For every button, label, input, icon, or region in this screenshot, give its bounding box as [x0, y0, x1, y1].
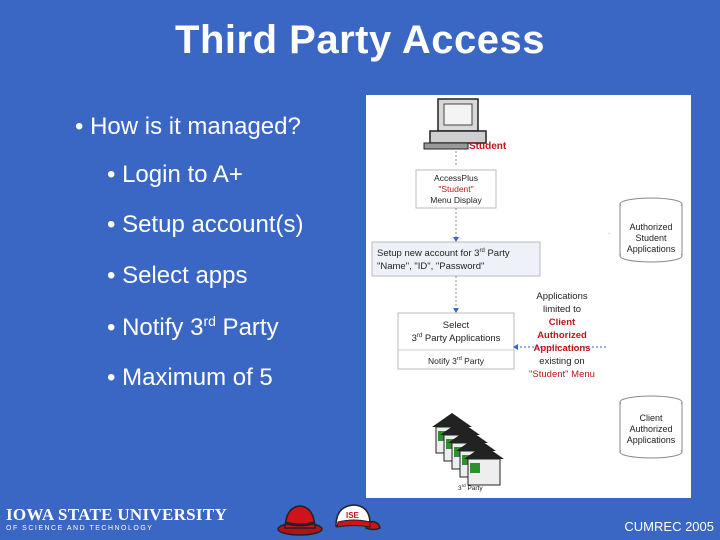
select-line-2: 3rd Party Applications — [412, 333, 501, 344]
third-party-houses-icon — [432, 413, 504, 486]
student-label: Student — [469, 141, 507, 152]
svg-text:"Name", "ID", "Password": "Name", "ID", "Password" — [377, 261, 484, 272]
svg-text:ISE: ISE — [346, 511, 360, 520]
svg-text:Authorized: Authorized — [629, 222, 672, 232]
select-apps-box — [397, 312, 515, 370]
setup-line-1: Setup new account for 3rd Party — [377, 248, 510, 259]
bullet-how-managed: • How is it managed? — [75, 113, 301, 140]
bullet-login: • Login to A+ — [107, 161, 243, 188]
svg-text:"Student": "Student" — [438, 184, 473, 194]
svg-text:Menu Display: Menu Display — [430, 195, 482, 205]
svg-text:Applications: Applications — [627, 435, 676, 445]
university-logo: IOWA STATE UNIVERSITY OF SCIENCE AND TEC… — [6, 505, 228, 533]
red-hat-icon — [277, 505, 323, 536]
workflow-diagram: Student AccessPlus "Student" Menu Displa… — [366, 95, 691, 498]
notify-line: Notify 3rd Party — [428, 356, 485, 366]
svg-text:Applications: Applications — [627, 244, 676, 254]
authorized-student-apps-db: Authorized Student Applications — [619, 197, 683, 263]
svg-text:Applications: Applications — [533, 343, 590, 354]
cap-icon: ISE — [335, 504, 381, 531]
svg-text:Client: Client — [639, 413, 663, 423]
computer-icon — [423, 98, 487, 150]
svg-text:Select: Select — [443, 320, 470, 331]
svg-text:·: · — [608, 231, 610, 237]
svg-text:existing on: existing on — [539, 356, 584, 367]
houses-label: 3rd Party — [458, 483, 483, 492]
bullet-setup-accounts: • Setup account(s) — [107, 211, 304, 238]
svg-text:AccessPlus: AccessPlus — [434, 173, 478, 183]
bullet-maximum: • Maximum of 5 — [107, 364, 273, 391]
client-authorized-apps-db: Client Authorized Applications — [619, 395, 683, 459]
bullet-notify: • Notify 3rd Party — [107, 313, 279, 341]
conference-credit: CUMREC 2005 — [624, 519, 714, 534]
svg-text:Applications: Applications — [536, 291, 587, 302]
svg-text:Student: Student — [635, 233, 667, 243]
svg-text:Authorized: Authorized — [537, 330, 587, 341]
accessplus-menu-box — [415, 169, 497, 209]
svg-text:"Student" Menu: "Student" Menu — [529, 369, 595, 380]
bullet-select-apps: • Select apps — [107, 262, 248, 289]
limit-text: Applications limited to Client Authorize… — [529, 291, 595, 380]
svg-text:limited to: limited to — [543, 304, 581, 315]
slide-title: Third Party Access — [175, 18, 545, 62]
svg-text:Authorized: Authorized — [629, 424, 672, 434]
svg-text:Client: Client — [549, 317, 576, 328]
